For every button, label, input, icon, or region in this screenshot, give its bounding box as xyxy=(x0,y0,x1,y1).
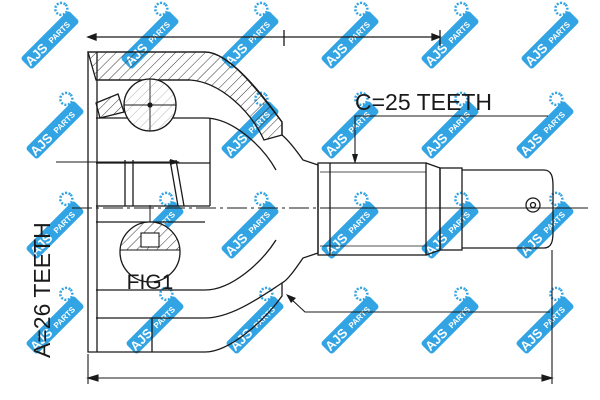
a-teeth-label: A=26 TEETH xyxy=(29,222,55,358)
output-shaft xyxy=(317,162,554,256)
outer-housing xyxy=(86,30,442,353)
ball-detail xyxy=(95,78,177,132)
c-teeth-callout: C=25 TEETH xyxy=(352,89,548,164)
bottom-dimension xyxy=(86,250,554,384)
a-teeth-callout: A=26 TEETH xyxy=(29,159,180,358)
fig1-label: FIG1 xyxy=(127,271,174,294)
lower-leader-arrow xyxy=(286,294,550,313)
c-teeth-label: C=25 TEETH xyxy=(355,89,492,115)
